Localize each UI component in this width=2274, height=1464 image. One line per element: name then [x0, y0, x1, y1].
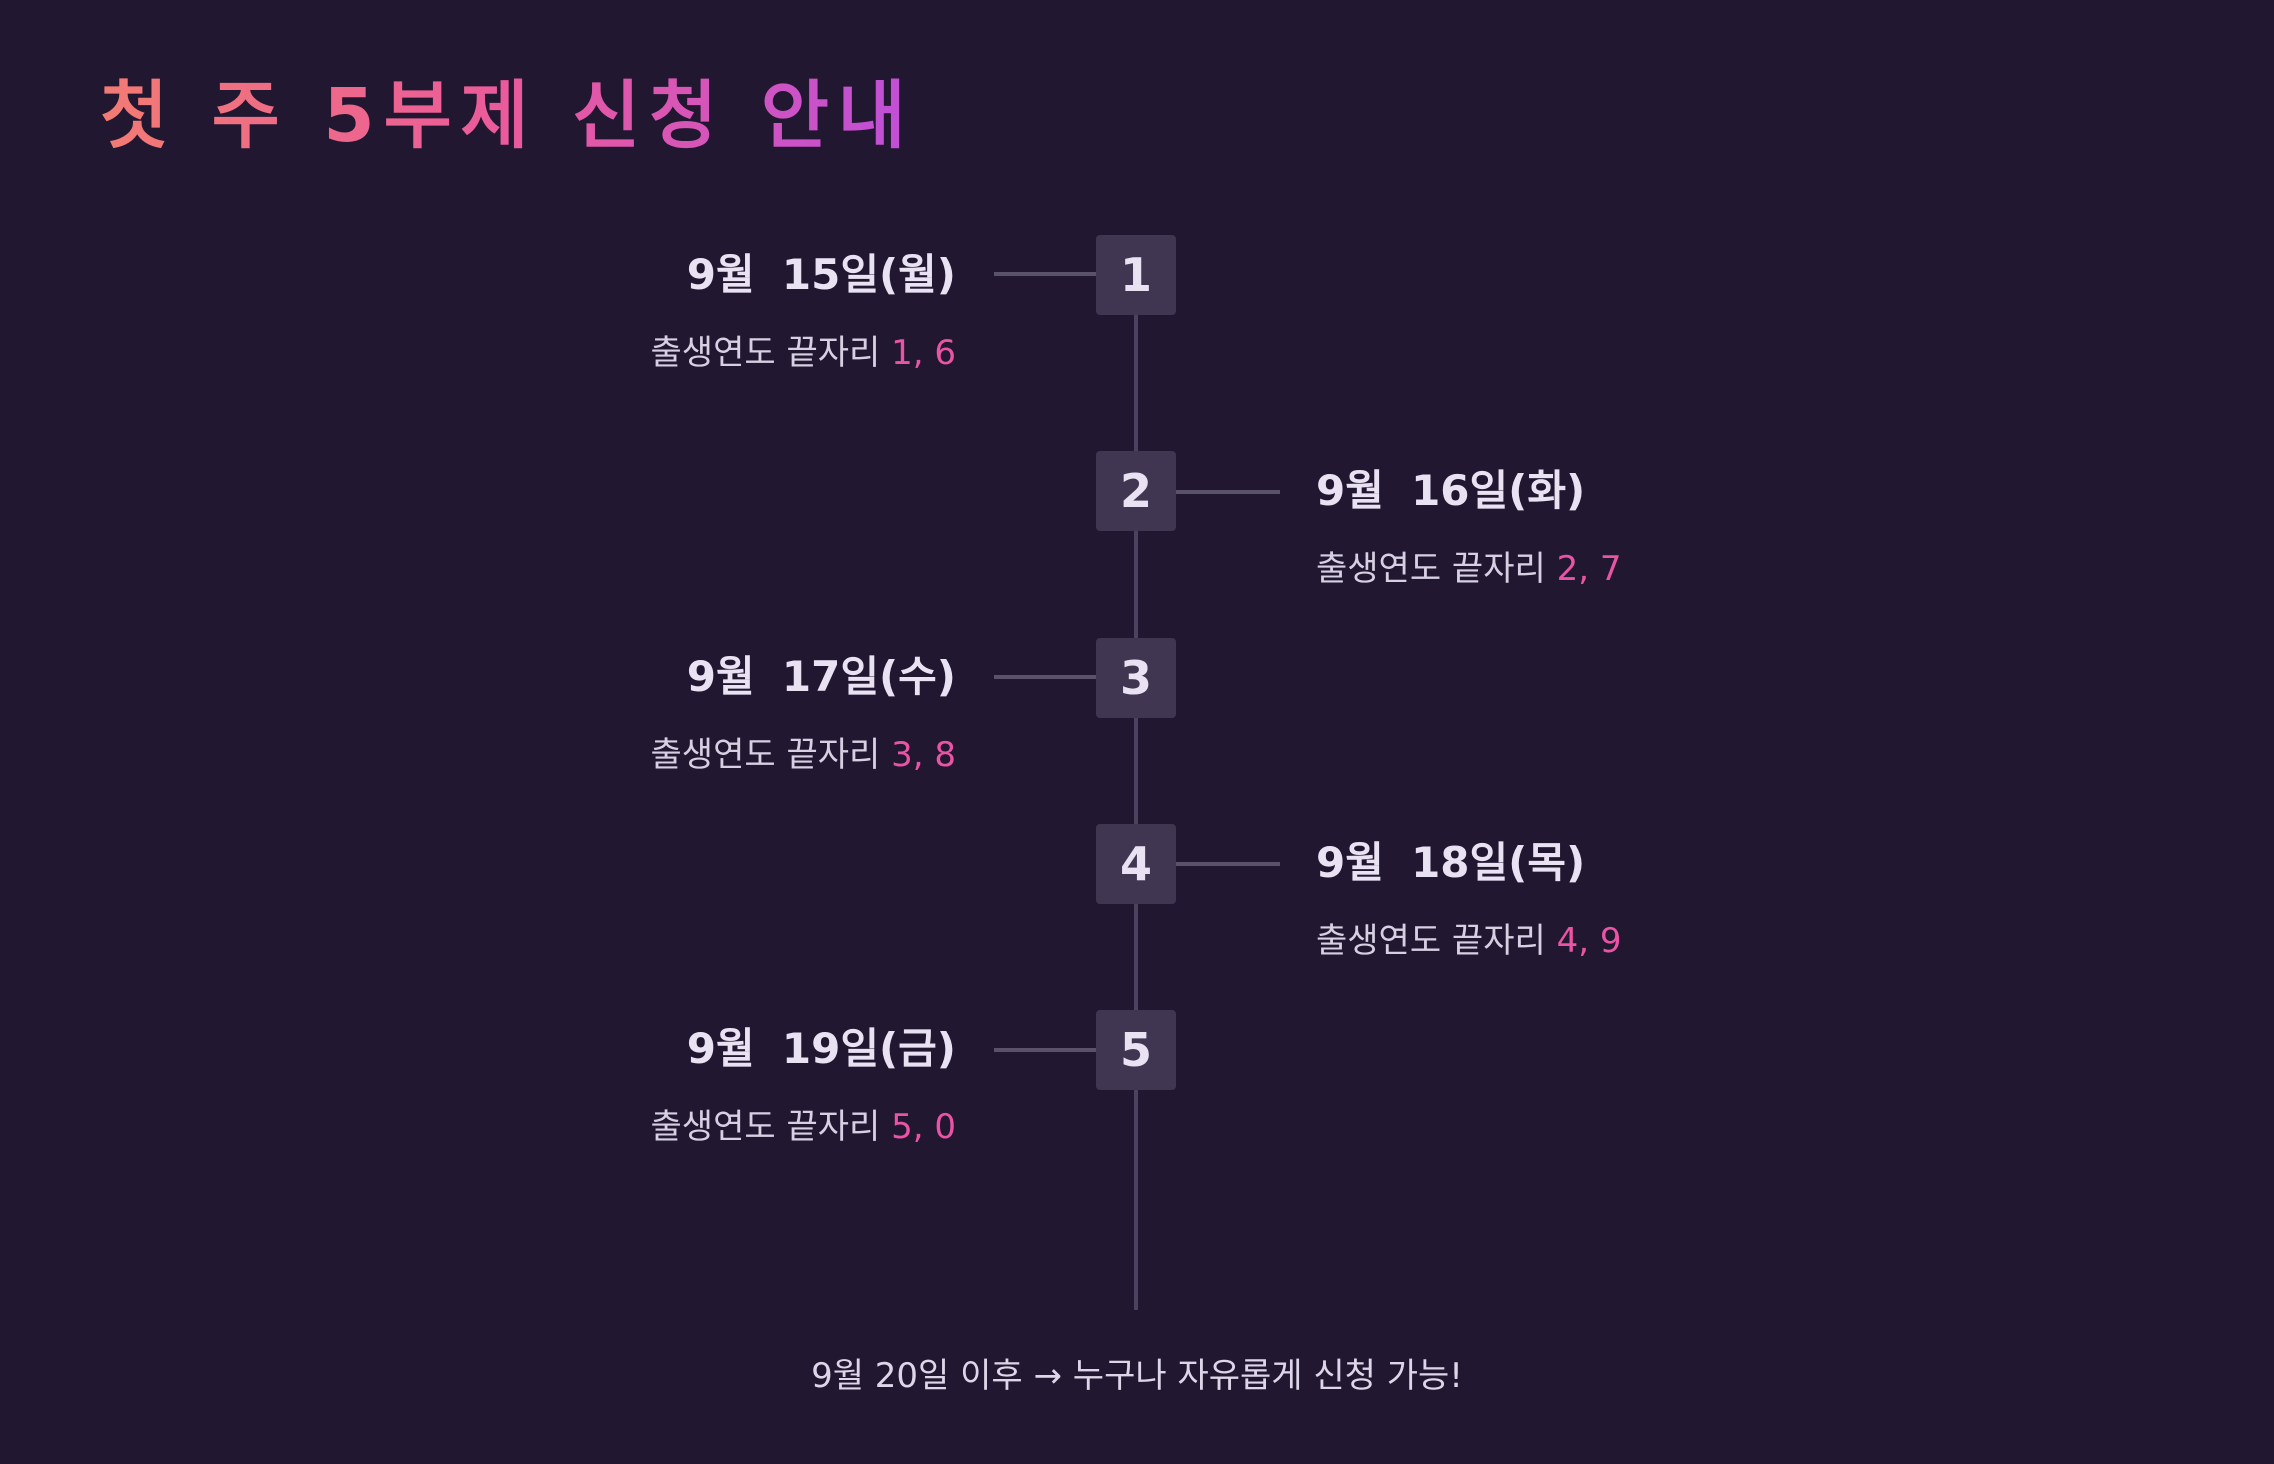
step-digits: 4, 9	[1556, 921, 1622, 961]
step-description-label: 출생연도 끝자리	[1316, 921, 1546, 961]
step-number-box: 5	[1096, 1010, 1176, 1090]
step-connector	[1176, 490, 1280, 494]
step-description: 출생연도 끝자리 1, 6	[651, 330, 956, 376]
step-description: 출생연도 끝자리 4, 9	[1316, 918, 1621, 964]
step-description: 출생연도 끝자리 3, 8	[651, 732, 956, 778]
step-description: 출생연도 끝자리 2, 7	[1316, 546, 1621, 592]
step-description-label: 출생연도 끝자리	[650, 333, 881, 373]
step-date: 9월 18일(목)	[1316, 838, 1586, 887]
step-digits: 3, 8	[891, 735, 956, 775]
step-number-box: 2	[1096, 451, 1176, 531]
page-title: 첫 주 5부제 신청 안내	[100, 68, 915, 164]
step-digits: 5, 0	[891, 1107, 956, 1147]
step-number-box: 3	[1096, 638, 1176, 718]
step-connector	[994, 272, 1098, 276]
step-description: 출생연도 끝자리 5, 0	[651, 1104, 956, 1150]
step-date: 9월 19일(금)	[686, 1024, 956, 1073]
step-connector	[994, 675, 1098, 679]
step-date: 9월 16일(화)	[1316, 466, 1586, 515]
step-date: 9월 15일(월)	[686, 250, 956, 299]
timeline-axis-line	[1134, 275, 1138, 1310]
step-date: 9월 17일(수)	[686, 652, 956, 701]
step-digits: 2, 7	[1556, 549, 1622, 589]
step-number-box: 4	[1096, 824, 1176, 904]
step-connector	[994, 1048, 1098, 1052]
step-digits: 1, 6	[891, 333, 956, 373]
step-description-label: 출생연도 끝자리	[650, 1107, 881, 1147]
step-description-label: 출생연도 끝자리	[1316, 549, 1546, 589]
step-description-label: 출생연도 끝자리	[650, 735, 881, 775]
footer-note: 9월 20일 이후 → 누구나 자유롭게 신청 가능!	[811, 1356, 1463, 1396]
step-number-box: 1	[1096, 235, 1176, 315]
step-connector	[1176, 862, 1280, 866]
